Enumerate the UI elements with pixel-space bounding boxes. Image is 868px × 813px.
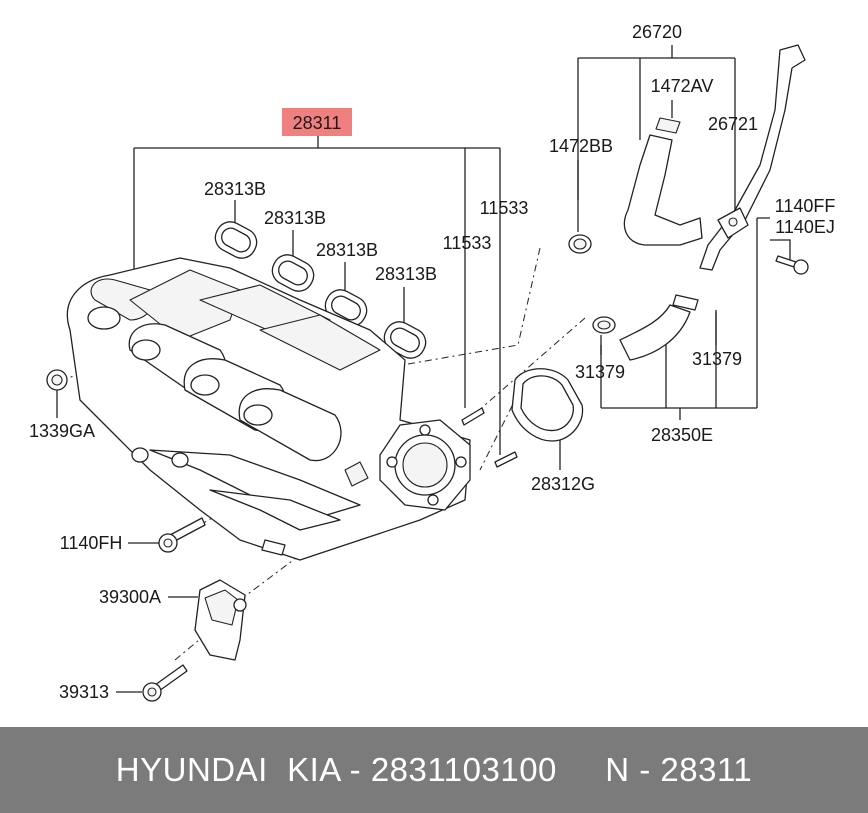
label-28313b-3: 28313B [316,240,378,260]
label-1140ff: 1140FF [775,196,836,216]
studs-11533 [461,407,518,468]
gaskets-28313b [214,221,427,359]
footer-banner: HYUNDAI KIA - 2831103100 N - 28311 [0,727,868,813]
hose-28350e [592,294,699,361]
label-39313: 39313 [59,682,109,702]
main-part-callout[interactable]: 28311 [282,108,352,136]
label-26721: 26721 [708,114,758,134]
label-28350e: 28350E [651,425,713,445]
footer-part-number-text: HYUNDAI KIA - 2831103100 N - 28311 [115,751,753,788]
main-part-highlight [282,108,352,136]
gasket-28312g [511,368,584,442]
nut-1339ga [46,369,68,391]
main-part-number: 28311 [293,113,342,133]
bolt-1140ej [775,255,809,275]
intake-manifold-illustration [66,257,471,561]
label-11533-1: 11533 [480,198,529,218]
label-1339ga: 1339GA [29,421,95,441]
map-sensor-39300a [194,579,247,661]
label-28313b-1: 28313B [204,179,266,199]
pcv-hose-assembly [623,44,806,271]
bolt-1140fh [158,517,206,553]
clamp-1472bb [568,234,592,254]
bolt-39313 [142,664,188,702]
label-1140fh: 1140FH [60,533,123,553]
parts-diagram: 28311 26720 1472AV 1472BB 26721 28313B 2… [29,22,835,702]
label-31379-1: 31379 [575,362,625,382]
label-1140ej: 1140EJ [775,217,835,237]
label-31379-2: 31379 [692,349,742,369]
label-28313b-4: 28313B [375,264,437,284]
label-39300a: 39300A [99,587,161,607]
label-1472bb: 1472BB [549,136,613,156]
label-28313b-2: 28313B [264,208,326,228]
label-11533-2: 11533 [443,233,492,253]
label-1472av: 1472AV [651,76,714,96]
label-28312g: 28312G [531,474,595,494]
part-labels: 26720 1472AV 1472BB 26721 28313B 28313B … [29,22,835,702]
leader-lines [56,45,791,693]
label-26720: 26720 [632,22,682,42]
